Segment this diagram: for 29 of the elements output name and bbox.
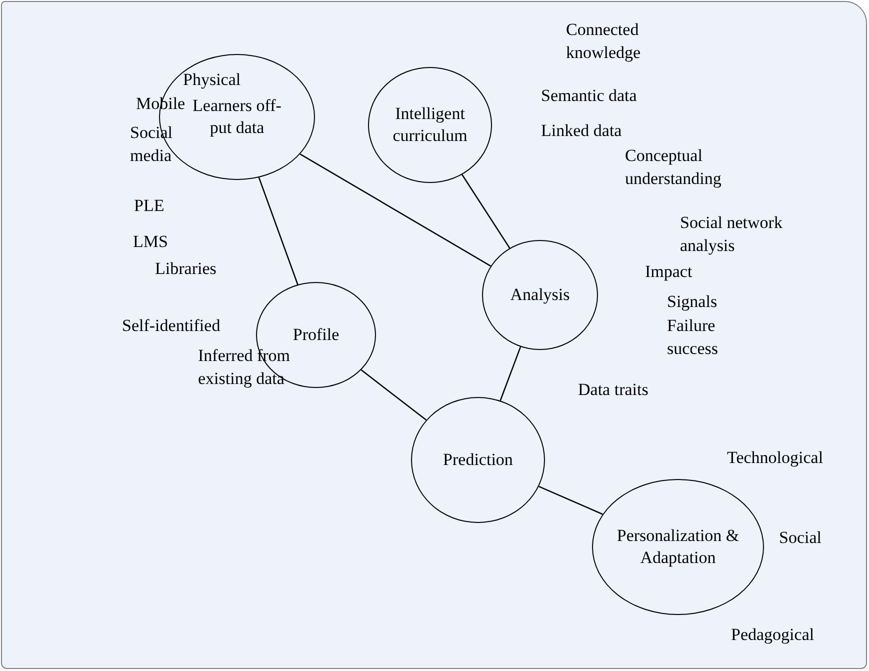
attribute-label: Data traits xyxy=(578,379,650,401)
connector-line xyxy=(462,174,510,248)
attribute-label: Social xyxy=(779,527,822,549)
attribute-label: Physical xyxy=(183,69,242,91)
attribute-label: Impact xyxy=(645,261,694,283)
attribute-label: Libraries xyxy=(155,258,218,280)
attribute-label: PLE xyxy=(134,195,166,217)
attribute-label: Conceptual understanding xyxy=(625,145,722,190)
attribute-label: Connected knowledge xyxy=(566,19,642,64)
attribute-label: Pedagogical xyxy=(731,624,816,646)
connector-line xyxy=(360,369,427,421)
node-label: Prediction xyxy=(442,449,514,471)
node-label: Learners off-put data xyxy=(192,95,282,139)
node-label: Profile xyxy=(292,324,340,346)
attribute-label: Self-identified xyxy=(122,315,222,337)
connector-line xyxy=(500,346,522,401)
attribute-label: Semantic data xyxy=(541,85,638,107)
connector-line xyxy=(538,486,603,515)
node-label: Intelligent curriculum xyxy=(392,103,468,147)
connector-line xyxy=(300,154,492,267)
attribute-label: LMS xyxy=(133,231,169,253)
connector-line xyxy=(258,177,298,285)
node-label: Analysis xyxy=(509,284,571,306)
attribute-label: Social network analysis xyxy=(680,212,784,257)
attribute-label: Signals xyxy=(667,291,718,313)
attribute-label: Failure success xyxy=(667,315,719,360)
attribute-label: Linked data xyxy=(541,120,623,142)
attribute-label: Technological xyxy=(727,447,824,469)
node-label: Personalization & Adaptation xyxy=(616,525,740,569)
